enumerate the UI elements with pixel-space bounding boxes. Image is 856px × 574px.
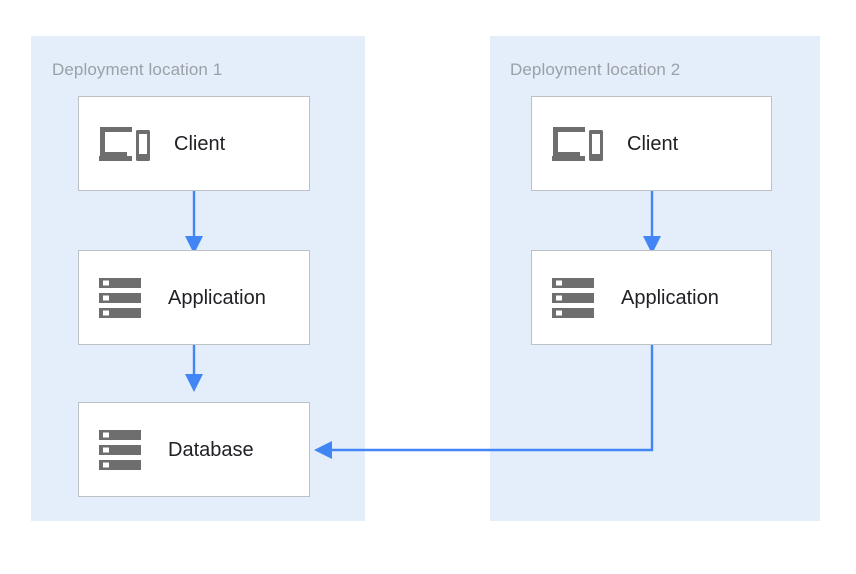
- zone-label-deployment-location-1: Deployment location 1: [52, 60, 223, 79]
- node-application-1[interactable]: Application: [78, 250, 310, 345]
- node-label-client-1: Client: [174, 132, 226, 155]
- server-icon: [98, 276, 146, 320]
- node-label-client-2: Client: [627, 132, 679, 155]
- node-client-2[interactable]: Client: [531, 96, 772, 191]
- node-label-application-2: Application: [621, 286, 719, 309]
- node-database-1[interactable]: Database: [78, 402, 310, 497]
- server-icon: [551, 276, 599, 320]
- zone-label-deployment-location-2: Deployment location 2: [510, 60, 681, 79]
- node-client-1[interactable]: Client: [78, 96, 310, 191]
- node-application-2[interactable]: Application: [531, 250, 772, 345]
- node-label-database-1: Database: [168, 438, 254, 461]
- devices-icon: [551, 123, 605, 165]
- devices-icon: [98, 123, 152, 165]
- node-label-application-1: Application: [168, 286, 266, 309]
- server-icon: [98, 428, 146, 472]
